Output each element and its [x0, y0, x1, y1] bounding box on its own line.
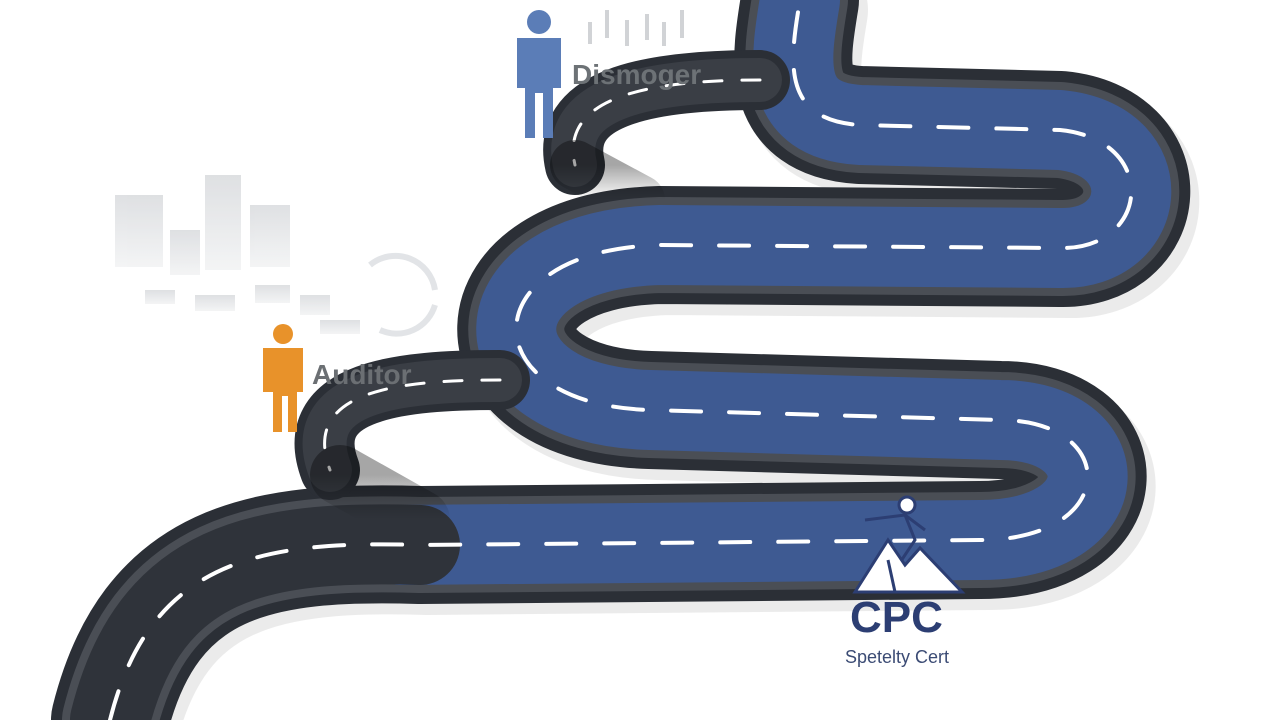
people-icon-group: [588, 10, 684, 46]
badge-letters: CPC: [850, 593, 943, 642]
winding-road: [51, 0, 1200, 720]
city-skyline-icon: [115, 175, 360, 334]
top-person-label: Dismoger: [572, 59, 701, 90]
branch-road-top: [543, 50, 790, 225]
person-icon: [517, 10, 561, 138]
person-icon: [263, 324, 303, 432]
lane-dashes: [108, 0, 1134, 720]
branch-road-mid: [294, 350, 530, 550]
road-dark-surface: [70, 504, 460, 720]
climber-icon: [864, 495, 926, 571]
mountain-icon: [852, 537, 966, 594]
mid-person-label: Auditor: [312, 359, 412, 390]
cycle-arrows-icon: [368, 252, 438, 337]
badge-caption: Spetelty Cert: [845, 647, 949, 667]
